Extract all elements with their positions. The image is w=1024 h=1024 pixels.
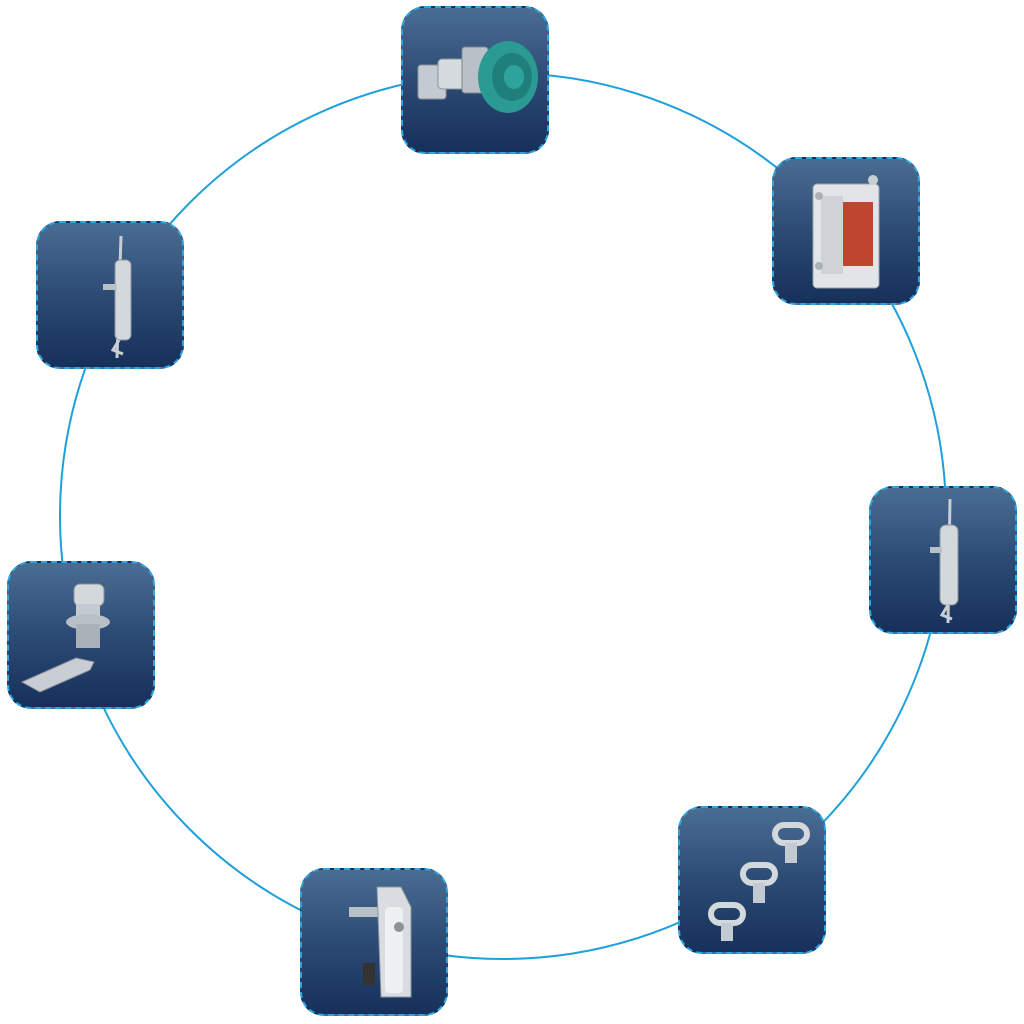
hinge-with-red-insert-icon [812,175,880,289]
product-tile-rod-latch-handle-right[interactable] [869,486,1017,634]
product-tile-swinghandle[interactable] [300,868,448,1016]
product-tile-hinge[interactable] [772,157,920,305]
product-tile-rod-latch-handle-left[interactable] [36,221,184,369]
product-tile-quarter-turn-lock[interactable] [401,6,549,154]
product-tile-quarter-turn-wing-lock[interactable] [7,561,155,709]
swinghandle-rod-latch-icon [930,498,959,624]
rod-latch-handle-icon [103,235,132,359]
quarter-turn-wing-knob-lock-icon [20,583,110,693]
swinghandle-lock-icon [349,886,412,998]
teal-quarter-turn-lock-icon [417,41,538,113]
triangle-keys-icon [708,822,810,941]
product-tile-triangle-keys[interactable] [678,806,826,954]
